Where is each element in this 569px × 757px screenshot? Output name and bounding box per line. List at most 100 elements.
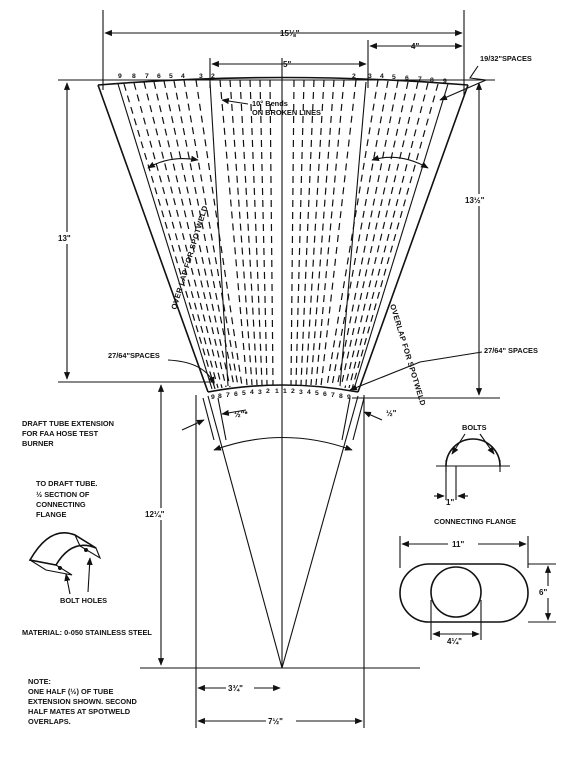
svg-text:3: 3 bbox=[299, 389, 303, 396]
cone-left bbox=[207, 395, 283, 669]
cone-right bbox=[281, 395, 359, 669]
svg-text:5: 5 bbox=[315, 390, 319, 397]
svg-text:5: 5 bbox=[392, 74, 396, 81]
title-line-1: DRAFT TUBE EXTENSION bbox=[22, 419, 114, 428]
bend-lines-right bbox=[290, 79, 439, 390]
seam-right bbox=[339, 81, 367, 387]
svg-text:1: 1 bbox=[275, 388, 279, 395]
svg-text:4: 4 bbox=[250, 389, 254, 396]
flange-hole bbox=[430, 566, 482, 618]
flange-width-label: 11" bbox=[452, 540, 464, 549]
lower-arc-arrow bbox=[213, 436, 353, 451]
half-arrow-right bbox=[363, 411, 383, 421]
svg-text:4: 4 bbox=[181, 73, 185, 80]
material-label: MATERIAL: 0-050 STAINLESS STEEL bbox=[22, 628, 152, 637]
half-arrow-left-2 bbox=[221, 409, 247, 416]
bolts-leader-right bbox=[479, 433, 495, 455]
svg-text:2: 2 bbox=[211, 73, 215, 80]
top-numbers-left: 9 8 7 6 5 4 3 2 bbox=[118, 73, 215, 80]
svg-text:6: 6 bbox=[323, 391, 327, 398]
half-left-label: ½"* bbox=[234, 410, 248, 419]
strip-left-b bbox=[217, 397, 227, 441]
title-line-3: BURNER bbox=[22, 439, 54, 448]
bolt-holes-label: BOLT HOLES bbox=[60, 596, 107, 605]
fan-top-arc bbox=[97, 76, 469, 86]
dim-5-label: 5" bbox=[283, 60, 291, 69]
svg-text:9: 9 bbox=[443, 78, 447, 85]
strip-left-a bbox=[202, 397, 215, 441]
dim-4-label: 4" bbox=[411, 42, 419, 51]
leader-27-64-left bbox=[167, 359, 215, 385]
bend-lines-left bbox=[123, 79, 274, 390]
svg-text:1: 1 bbox=[283, 388, 287, 395]
svg-text:5: 5 bbox=[242, 390, 246, 397]
note-line-1: NOTE: bbox=[28, 677, 51, 686]
svg-text:3: 3 bbox=[258, 389, 262, 396]
svg-text:8: 8 bbox=[430, 77, 434, 84]
overlap-arrow-left bbox=[147, 155, 199, 169]
label-27-64-right: 27/64" SPACES bbox=[484, 346, 538, 355]
svg-text:2: 2 bbox=[291, 388, 295, 395]
svg-text:3: 3 bbox=[199, 73, 203, 80]
svg-text:7: 7 bbox=[145, 73, 149, 80]
strip-right-b bbox=[341, 397, 351, 441]
svg-text:2: 2 bbox=[352, 73, 356, 80]
half-flange-sketch bbox=[28, 532, 102, 595]
fan-bottom-arc bbox=[207, 384, 359, 393]
svg-text:8: 8 bbox=[339, 393, 343, 400]
svg-text:5: 5 bbox=[169, 73, 173, 80]
note-line-4: HALF MATES AT SPOTWELD bbox=[28, 707, 131, 716]
title-line-2: FOR FAA HOSE TEST bbox=[22, 429, 99, 438]
to-tube-3: CONNECTING bbox=[36, 500, 86, 509]
leader-bends bbox=[221, 98, 249, 105]
svg-text:8: 8 bbox=[132, 73, 136, 80]
dim-3q-label: 3¾" bbox=[228, 684, 243, 693]
overlap-arrow-right bbox=[371, 155, 429, 169]
bottom-numbers-left: 9 8 7 6 5 4 3 2 1 bbox=[211, 388, 279, 401]
leader-19-32 bbox=[439, 65, 489, 101]
svg-text:6: 6 bbox=[405, 75, 409, 82]
overlap-text-right: OVERLAP FOR SPOTWELD bbox=[388, 303, 428, 407]
svg-text:2: 2 bbox=[266, 388, 270, 395]
flange-end-view bbox=[434, 438, 510, 500]
note-line-2: ONE HALF (½) OF TUBE bbox=[28, 687, 113, 696]
dim-7half-label: 7½" bbox=[268, 717, 283, 726]
svg-text:7: 7 bbox=[418, 76, 422, 83]
to-tube-1: TO DRAFT TUBE. bbox=[36, 479, 97, 488]
svg-text:7: 7 bbox=[331, 392, 335, 399]
dim-13half-label: 13½" bbox=[465, 196, 485, 205]
note-line-5: OVERLAPS. bbox=[28, 717, 71, 726]
dim-13-label: 13" bbox=[58, 234, 71, 243]
label-27-64-left: 27/64"SPACES bbox=[108, 351, 160, 360]
top-numbers-right: 2 3 4 5 6 7 8 9 bbox=[352, 73, 447, 85]
fan-left-edge bbox=[97, 84, 209, 393]
overlap-line-left bbox=[117, 83, 213, 390]
svg-text:7: 7 bbox=[226, 392, 230, 399]
seam-left bbox=[209, 81, 229, 387]
svg-text:4: 4 bbox=[380, 73, 384, 80]
svg-text:4: 4 bbox=[307, 389, 311, 396]
svg-text:6: 6 bbox=[234, 391, 238, 398]
connecting-flange-label: CONNECTING FLANGE bbox=[434, 517, 516, 526]
flange-gap-label: 1" bbox=[446, 498, 454, 507]
leader-27-64-right bbox=[349, 351, 483, 391]
flange-hole-label: 4¼" bbox=[447, 637, 462, 646]
svg-text:6: 6 bbox=[157, 73, 161, 80]
to-tube-2: ½ SECTION OF bbox=[36, 490, 90, 499]
flange-height-label: 6" bbox=[539, 588, 547, 597]
fan-right-edge bbox=[357, 84, 469, 393]
bottom-numbers-right: 1 2 3 4 5 6 7 8 9 bbox=[283, 388, 351, 401]
half-arrow-left bbox=[181, 419, 205, 431]
overlap-line-right bbox=[353, 83, 449, 390]
svg-text:9: 9 bbox=[118, 73, 122, 80]
dim-12-label: 12¼" bbox=[145, 510, 165, 519]
svg-text:3: 3 bbox=[368, 73, 372, 80]
flange-stadium bbox=[399, 563, 529, 623]
label-bends-1: 10° Bends bbox=[252, 99, 288, 108]
label-19-32-spaces: 19/32"SPACES bbox=[480, 54, 532, 63]
note-line-3: EXTENSION SHOWN. SECOND bbox=[28, 697, 137, 706]
strip-right-a bbox=[352, 397, 365, 441]
label-bends-2: ON BROKEN LINES bbox=[252, 108, 321, 117]
svg-text:8: 8 bbox=[218, 393, 222, 400]
